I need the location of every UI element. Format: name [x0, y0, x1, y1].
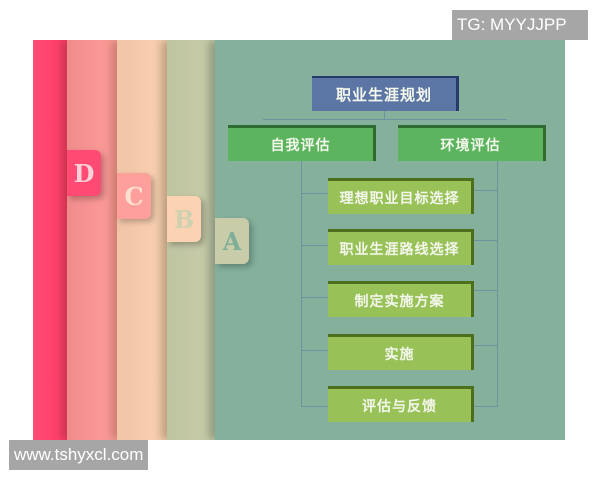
connector-left-branch [301, 297, 328, 298]
step-implementation: 实施 [328, 334, 474, 370]
slide-frame: D C B A 职业生涯规划 自我评估 环境评估 理想职业目标选择 职业生涯路线… [33, 40, 565, 440]
connector-left-spine [301, 161, 302, 407]
node-environment-assessment: 环境评估 [398, 125, 546, 161]
strip-b [117, 40, 167, 440]
connector-right-branch [474, 290, 497, 291]
connector-left-branch [301, 245, 328, 246]
node-self-assessment: 自我评估 [228, 125, 376, 161]
tab-c[interactable]: C [117, 173, 151, 219]
step-action-plan: 制定实施方案 [328, 281, 474, 317]
root-node-career-planning: 职业生涯规划 [312, 76, 459, 111]
tab-b[interactable]: B [167, 196, 201, 242]
tab-d[interactable]: D [67, 150, 101, 196]
step-career-path: 职业生涯路线选择 [328, 229, 474, 265]
connector-level1-bar [263, 119, 507, 120]
tab-a[interactable]: A [215, 218, 249, 264]
connector-left-branch [301, 350, 328, 351]
watermark-top-right: TG: MYYJJPP [452, 10, 588, 40]
step-ideal-career-goal: 理想职业目标选择 [328, 178, 474, 214]
step-evaluation-feedback: 评估与反馈 [328, 386, 474, 422]
strip-d [33, 40, 67, 440]
connector-left-branch [301, 193, 328, 194]
connector-left-branch [301, 406, 328, 407]
connector-root-down [384, 111, 385, 119]
strip-c [67, 40, 119, 440]
connector-right-branch [474, 240, 497, 241]
connector-right-branch [474, 345, 497, 346]
connector-right-branch [474, 190, 497, 191]
connector-right-branch [474, 406, 497, 407]
connector-right-spine [497, 161, 498, 407]
watermark-bottom-left: www.tshyxcl.com [9, 440, 148, 470]
